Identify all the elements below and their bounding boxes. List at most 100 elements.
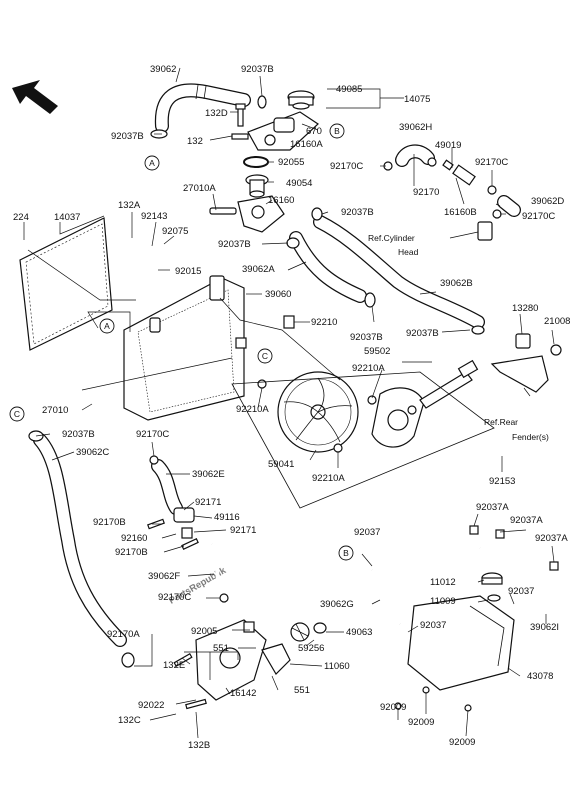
water-pipe-16160: [209, 195, 285, 233]
reserve-tank-43078: [407, 595, 515, 691]
label-49054: 49054: [286, 178, 312, 189]
label-39062f: 39062F: [148, 571, 180, 582]
thermostat-49054: [245, 174, 269, 198]
svg-text:C: C: [14, 409, 20, 419]
label-92037b-left: 92037B: [111, 131, 144, 142]
label-11009: 11009: [430, 596, 456, 607]
ref-cylinder-head-2: Head: [398, 247, 419, 257]
label-92170c-lhose: 92170C: [136, 429, 169, 440]
fan-assembly-59502: [277, 371, 359, 453]
hose-39062a: [286, 231, 376, 308]
label-92055: 92055: [278, 157, 304, 168]
label-132a: 132A: [118, 200, 141, 211]
part-labels: 39062 92037B 49085 14075 132D 670 92037B…: [13, 64, 570, 751]
label-132b: 132B: [188, 740, 210, 751]
label-92170c-right: 92170C: [475, 157, 508, 168]
pump-bolts: [173, 652, 207, 710]
svg-text:A: A: [149, 158, 155, 168]
svg-text:C: C: [262, 351, 268, 361]
label-92143: 92143: [141, 211, 167, 222]
tank-cap-11012: [481, 572, 503, 585]
callout-a-top: A: [144, 155, 160, 171]
label-39060: 39060: [265, 289, 291, 300]
label-92210: 92210: [311, 317, 337, 328]
label-49019: 49019: [435, 140, 461, 151]
label-92171-lower: 92171: [230, 525, 256, 536]
label-59041: 59041: [268, 459, 294, 470]
label-39062d: 39062D: [531, 196, 564, 207]
water-pump-16142: [195, 619, 267, 701]
label-27010: 27010: [42, 405, 68, 416]
label-551-bottom: 551: [294, 685, 310, 696]
fender-bracket: [490, 333, 562, 393]
label-39062e: 39062E: [192, 469, 225, 480]
label-92037b-lhose: 92037B: [62, 429, 95, 440]
callout-c-radiator: C: [257, 348, 273, 364]
label-21008: 21008: [544, 316, 570, 327]
gasket-11060: [261, 643, 291, 675]
label-16142: 16142: [230, 688, 256, 699]
fan-shroud-bracket: [283, 315, 295, 329]
label-92015: 92015: [175, 266, 201, 277]
label-132d: 132D: [205, 108, 228, 119]
fan-motor: [371, 359, 479, 448]
label-92009-mid: 92009: [408, 717, 434, 728]
cylinder-head-fitting: [477, 221, 493, 241]
ref-rear-fender: Ref.Rear: [484, 417, 518, 427]
callout-c-lower: C: [9, 406, 25, 422]
label-16160a: 16160A: [290, 139, 323, 150]
label-49063: 49063: [346, 627, 372, 638]
bolt-132: [231, 133, 249, 140]
label-92037b-lower1: 92037B: [350, 332, 383, 343]
label-13280: 13280: [512, 303, 538, 314]
bypass-hose-39062h: [383, 144, 437, 171]
label-92170c-pump: 92170C: [158, 592, 191, 603]
overflow-hose-39062i: [469, 525, 576, 617]
label-92037b: 92037B: [241, 64, 274, 75]
label-14037: 14037: [54, 212, 80, 223]
label-92170c-far: 92170C: [522, 211, 555, 222]
label-224: 224: [13, 212, 29, 223]
upper-radiator-hose: [154, 83, 251, 133]
label-16160: 16160: [268, 195, 294, 206]
label-132: 132: [187, 136, 203, 147]
label-132c: 132C: [118, 715, 141, 726]
label-39062h: 39062H: [399, 122, 432, 133]
label-92037a-right: 92037A: [535, 533, 568, 544]
label-670: 670: [306, 126, 322, 137]
label-49085: 49085: [336, 84, 362, 95]
label-39062c: 39062C: [76, 447, 109, 458]
callout-b-top: B: [329, 123, 345, 139]
label-16160b: 16160B: [444, 207, 477, 218]
callout-a-radiator: A: [99, 318, 115, 334]
label-92075: 92075: [162, 226, 188, 237]
label-92037a-top: 92037A: [476, 502, 509, 513]
bolt-132d: [235, 103, 246, 127]
label-92170b-top: 92170B: [93, 517, 126, 528]
svg-text:B: B: [334, 126, 340, 136]
label-92037-b: 92037: [354, 527, 380, 538]
ref-cylinder-head: Ref.Cylinder: [368, 233, 415, 243]
label-92037b-center: 92037B: [218, 239, 251, 250]
label-39062a: 39062A: [242, 264, 275, 275]
joint-49116: [173, 507, 195, 539]
label-27010a: 27010A: [183, 183, 216, 194]
label-11060: 11060: [324, 661, 350, 672]
label-39062: 39062: [150, 64, 176, 75]
label-43078: 43078: [527, 671, 553, 682]
svg-text:A: A: [104, 321, 110, 331]
label-39062g: 39062G: [320, 599, 354, 610]
fitting-16160b: [442, 159, 476, 186]
label-11012: 11012: [430, 577, 456, 588]
label-59502: 59502: [364, 346, 390, 357]
ref-rear-fender-2: Fender(s): [512, 432, 549, 442]
radiator-39060: [123, 275, 247, 421]
label-92210a-top: 92210A: [352, 363, 385, 374]
label-49116: 49116: [214, 512, 240, 523]
callout-b-tank: B: [338, 545, 354, 561]
radiator-screen-14037: [19, 217, 113, 351]
label-92005: 92005: [191, 626, 217, 637]
o-ring-92055: [243, 156, 269, 168]
label-92009-left: 92009: [380, 702, 406, 713]
impeller-59256: [290, 622, 310, 642]
